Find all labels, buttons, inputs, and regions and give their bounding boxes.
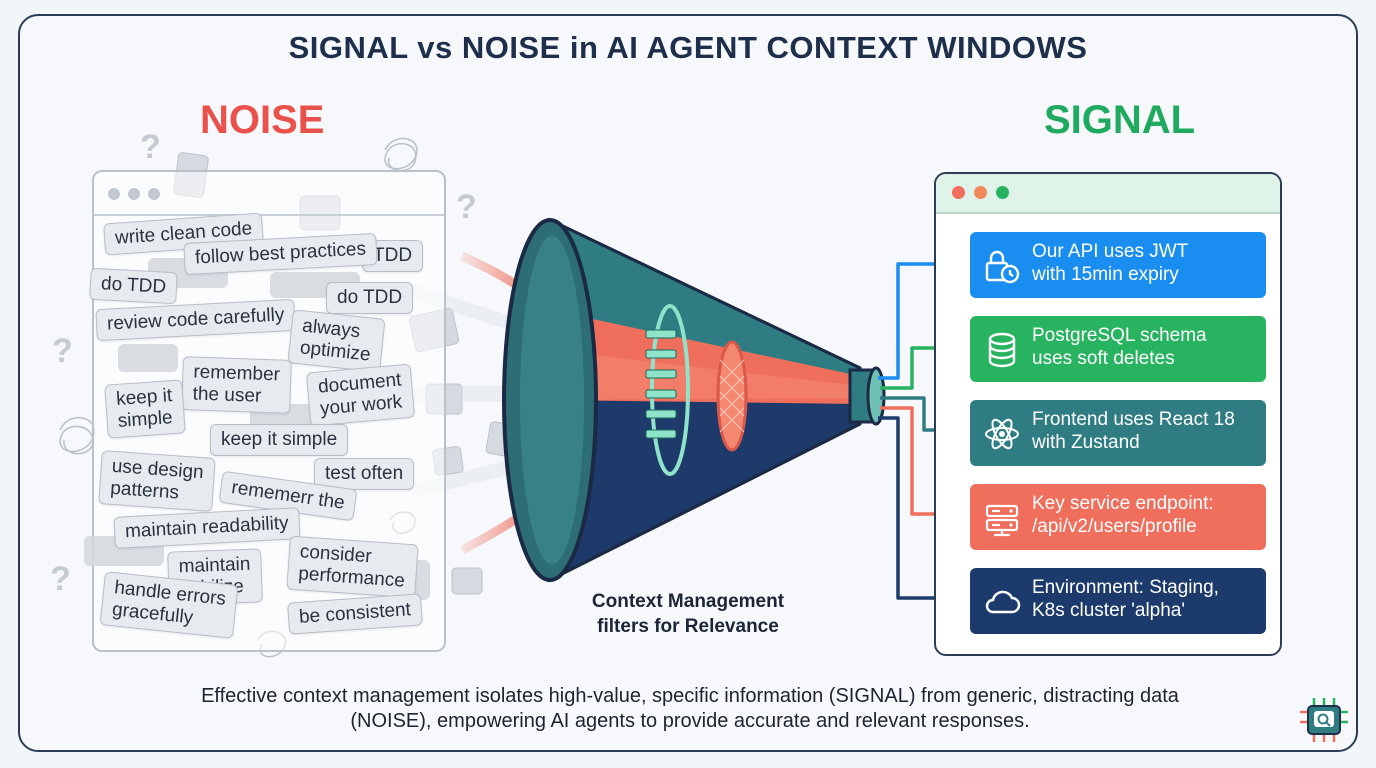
signal-card-text: Our API uses JWT with 15min expiry (1032, 241, 1189, 285)
signal-card-text: Key service endpoint: /api/v2/users/prof… (1032, 493, 1214, 537)
page-title: SIGNAL vs NOISE in AI AGENT CONTEXT WIND… (288, 30, 1088, 65)
footer-description: Effective context management isolates hi… (201, 685, 1179, 732)
noise-note: remember the user (181, 356, 292, 414)
server-icon (985, 504, 1019, 537)
lock-clock-icon (985, 250, 1020, 284)
noise-note: document your work (305, 363, 416, 427)
react-atom-icon (985, 418, 1019, 450)
signal-card-environment: Environment: Staging, K8s cluster 'alpha… (970, 568, 1266, 634)
ghost-note (118, 344, 178, 372)
question-mark-icon: ? (456, 188, 477, 226)
signal-heading: SIGNAL (1044, 98, 1196, 142)
question-mark-icon: ? (140, 128, 161, 166)
window-dot (996, 186, 1009, 199)
noise-note: do TDD (89, 267, 178, 305)
question-mark-icon: ? (50, 560, 71, 598)
window-dot (148, 188, 160, 200)
noise-note: keep it simple (104, 379, 186, 439)
question-mark-icon: ? (52, 332, 73, 370)
signal-window: Our API uses JWT with 15min expiry Postg… (934, 172, 1282, 656)
signal-card-text: Environment: Staging, K8s cluster 'alpha… (1032, 577, 1219, 621)
signal-card-endpoint: Key service endpoint: /api/v2/users/prof… (970, 484, 1266, 550)
signal-card-database: PostgreSQL schema uses soft deletes (970, 316, 1266, 382)
signal-card-text: Frontend uses React 18 with Zustand (1032, 409, 1235, 453)
noise-note: test often (314, 458, 415, 490)
noise-window-titlebar (94, 172, 444, 216)
signal-card-api: Our API uses JWT with 15min expiry (970, 232, 1266, 298)
signal-window-titlebar (936, 174, 1280, 214)
signal-card-text: PostgreSQL schema uses soft deletes (1032, 325, 1207, 369)
noise-note: use design patterns (98, 450, 216, 512)
window-dot (108, 188, 120, 200)
window-dot (128, 188, 140, 200)
noise-note: consider performance (286, 535, 419, 599)
funnel-caption: Context Management filters for Relevance (591, 591, 785, 637)
cloud-icon (985, 590, 1021, 614)
noise-note: always optimize (287, 309, 386, 373)
context-funnel (502, 217, 886, 583)
noise-note: do TDD (326, 282, 414, 314)
database-icon (988, 332, 1016, 368)
signal-card-frontend: Frontend uses React 18 with Zustand (970, 400, 1266, 466)
window-dot (952, 186, 965, 199)
noise-note: keep it simple (210, 424, 349, 456)
window-dot (974, 186, 987, 199)
ai-chip-icon (1300, 698, 1348, 742)
noise-heading: NOISE (200, 98, 325, 142)
